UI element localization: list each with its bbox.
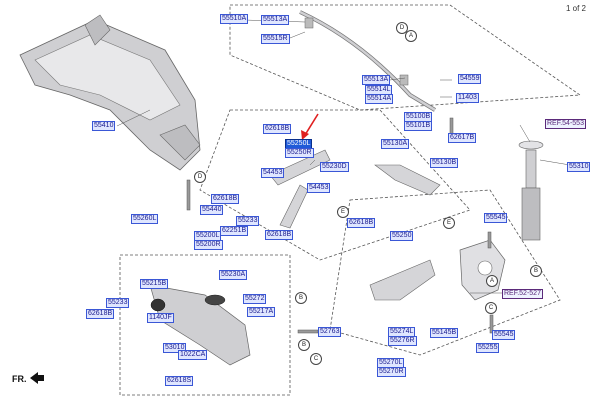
part-label-62618s[interactable]: 62618S <box>165 376 194 386</box>
part-label-55440[interactable]: 55440 <box>200 205 224 215</box>
part-label-55545-2[interactable]: 55545 <box>492 330 516 340</box>
part-label-55250[interactable]: 55250 <box>390 231 414 241</box>
part-label-55510a[interactable]: 55510A <box>220 14 249 24</box>
part-label-55545[interactable]: 55545 <box>484 213 508 223</box>
part-label-62618b-4[interactable]: 62618B <box>347 218 376 228</box>
part-label-62617b[interactable]: 62617B <box>448 133 477 143</box>
callout-circle-e-2: E <box>443 217 455 229</box>
part-label-53010[interactable]: 53010 <box>163 343 187 353</box>
part-label-55276r[interactable]: 55276R <box>388 336 417 346</box>
leader-lines <box>116 19 571 294</box>
part-label-55410[interactable]: 55410 <box>92 121 116 131</box>
part-label-55250r[interactable]: 55250R <box>285 148 314 158</box>
part-label-55130b[interactable]: 55130B <box>430 158 459 168</box>
bolts <box>186 117 494 334</box>
part-label-54453[interactable]: 54453 <box>261 168 285 178</box>
callout-circle-b: B <box>530 265 542 277</box>
part-label-55145b[interactable]: 55145B <box>430 328 459 338</box>
part-label-62618b[interactable]: 62618B <box>263 124 292 134</box>
part-label-55217a[interactable]: 55217A <box>247 307 276 317</box>
part-label-55260l[interactable]: 55260L <box>131 214 159 224</box>
part-label-55310[interactable]: 55310 <box>567 162 591 172</box>
part-label-1022ca[interactable]: 1022CA <box>178 350 208 360</box>
part-label-52763[interactable]: 52763 <box>318 327 342 337</box>
callout-circle-b-3: B <box>298 339 310 351</box>
part-label-54453-2[interactable]: 54453 <box>307 183 331 193</box>
stabilizer-bar-illustration <box>299 10 437 112</box>
part-label-62618b-5[interactable]: 62618B <box>86 309 115 319</box>
shock-absorber-illustration <box>518 140 544 241</box>
callout-circle-d: D <box>396 22 408 34</box>
trailing-arm-illustration <box>149 284 251 366</box>
lateral-arm-illustration <box>269 149 441 301</box>
part-label-55514a[interactable]: 55514A <box>365 94 394 104</box>
part-label-11403[interactable]: 11403 <box>456 93 479 103</box>
part-label-62618b-2[interactable]: 62618B <box>211 194 240 204</box>
red-arrow-indicator <box>301 113 319 140</box>
part-label-55233-2[interactable]: 55233 <box>106 298 130 308</box>
part-label-62618b-3[interactable]: 62618B <box>265 230 294 240</box>
part-label-54559[interactable]: 54559 <box>458 74 482 84</box>
part-label-55233[interactable]: 55233 <box>236 216 260 226</box>
callout-circle-d-2: D <box>194 171 206 183</box>
callout-circle-a-2: A <box>486 275 498 287</box>
part-label-55272[interactable]: 55272 <box>243 294 267 304</box>
part-label-55200r[interactable]: 55200R <box>194 240 223 250</box>
front-arrow-icon <box>30 372 44 384</box>
part-label-55255[interactable]: 55255 <box>476 343 500 353</box>
part-label-62251b[interactable]: 62251B <box>220 226 249 236</box>
part-label-55130a[interactable]: 55130A <box>381 139 410 149</box>
part-label-1140jf[interactable]: 1140JF <box>147 313 174 323</box>
callout-circle-c: C <box>310 353 322 365</box>
reference-label-52-527[interactable]: REF.52-527 <box>502 289 543 299</box>
reference-label-54-553[interactable]: REF.54-553 <box>545 119 586 129</box>
front-direction-label: FR. <box>12 374 27 384</box>
knuckle-illustration <box>459 239 506 301</box>
part-label-55101b[interactable]: 55101B <box>404 121 433 131</box>
part-label-55230a[interactable]: 55230A <box>219 270 248 280</box>
part-label-55513a-2[interactable]: 55513A <box>362 75 391 85</box>
callout-circle-a: A <box>405 30 417 42</box>
page-indicator: 1 of 2 <box>565 4 586 13</box>
part-label-55513a[interactable]: 55513A <box>261 15 290 25</box>
subframe-illustration <box>19 14 201 171</box>
callout-circle-e: E <box>337 206 349 218</box>
part-label-55270r[interactable]: 55270R <box>377 367 406 377</box>
part-label-55215b[interactable]: 55215B <box>140 279 169 289</box>
callout-circle-b-2: B <box>295 292 307 304</box>
part-label-55230d[interactable]: 55230D <box>320 162 349 172</box>
part-label-55515r[interactable]: 55515R <box>261 34 290 44</box>
callout-circle-c-2: C <box>485 302 497 314</box>
